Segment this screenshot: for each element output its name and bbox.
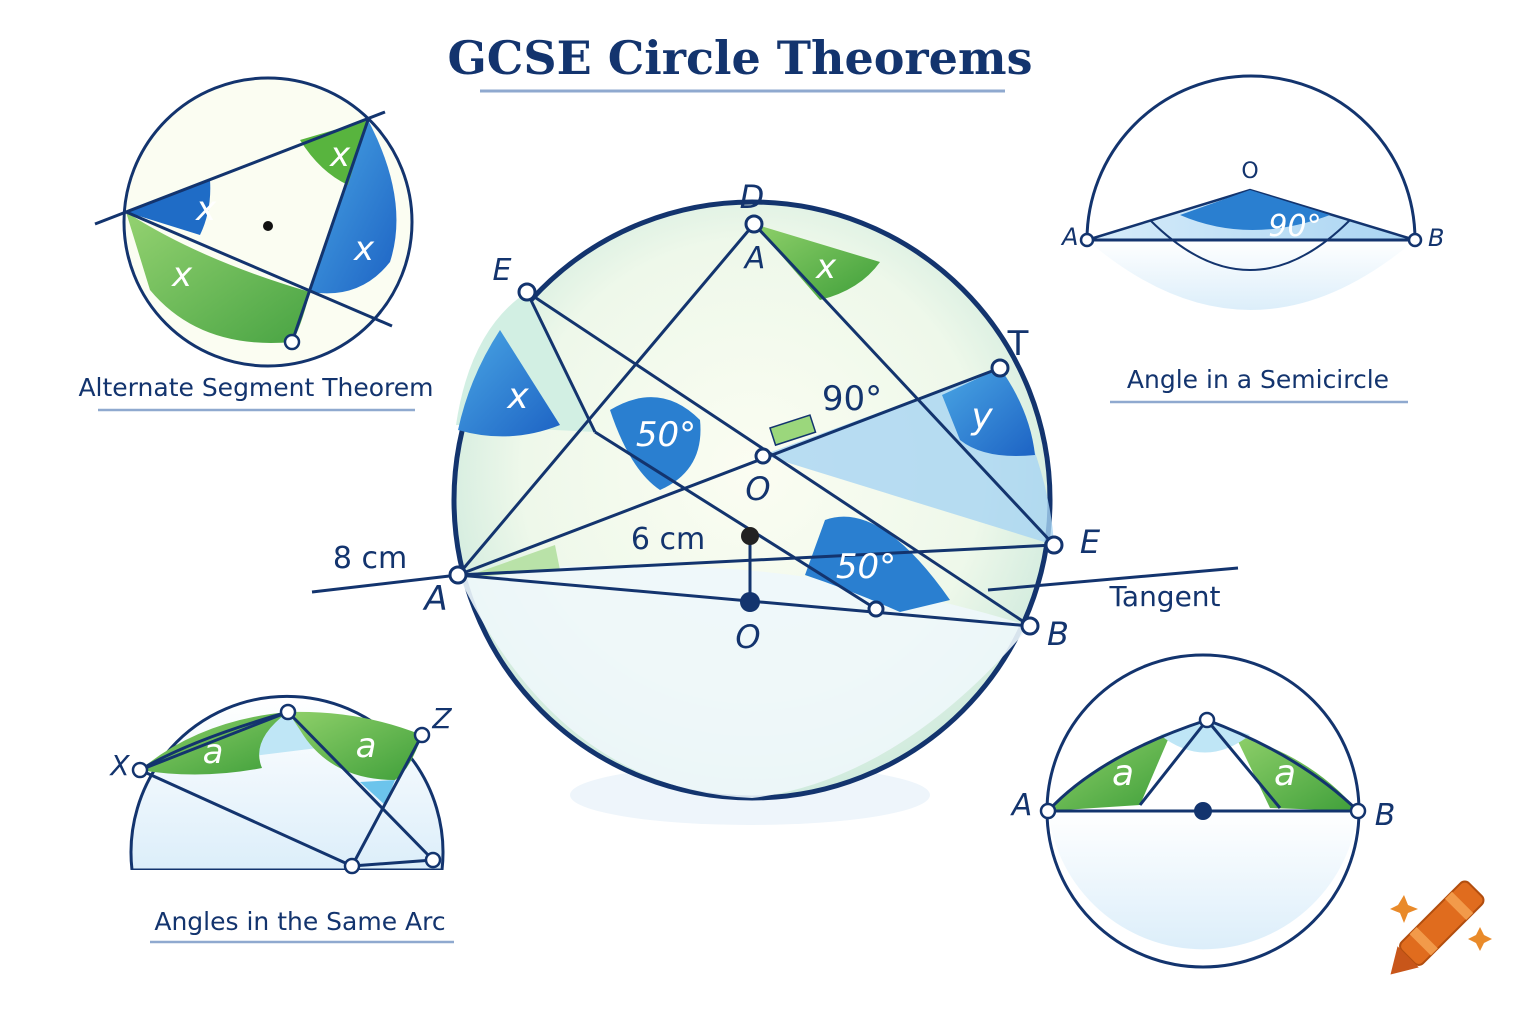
alt-chord-2	[290, 119, 370, 343]
main-lower-shade	[458, 564, 1030, 798]
main-angle-x-top: x	[815, 247, 837, 287]
br-label-b: B	[1375, 798, 1396, 833]
main-right-angle-mark	[769, 414, 817, 447]
br-angle-fill-1	[1048, 735, 1170, 811]
arc-point-top	[279, 703, 297, 721]
main-angle-50-upper-fill	[610, 397, 701, 490]
main-angle-50-upper: 50°	[636, 415, 696, 455]
alt-angle-label-4: x	[171, 255, 193, 295]
semi-lower-shade	[1087, 240, 1415, 310]
sparkle-icon-2	[1468, 927, 1492, 951]
main-length-6cm: 6 cm	[631, 522, 705, 557]
semi-inner-arc	[1149, 219, 1351, 271]
main-label-o-bottom: O	[735, 618, 760, 656]
main-label-o-center: O	[745, 470, 770, 508]
main-point-t	[990, 358, 1010, 378]
sparkle-icon-1	[1390, 895, 1418, 923]
semi-caption: Angle in a Semicircle	[1127, 365, 1389, 394]
semi-point-b	[1407, 232, 1423, 248]
main-angle-90: 90°	[822, 379, 882, 419]
main-label-a-top: A	[743, 241, 766, 276]
semi-arc	[1085, 74, 1417, 242]
main-angle-50-lower: 50°	[836, 547, 896, 587]
br-label-a: A	[1010, 788, 1033, 823]
main-label-e-left: E	[493, 253, 512, 288]
semi-angle-fill	[1180, 190, 1330, 230]
main-circle-diagram: D A E T O E A O B x x y 50° 50° 90° 6 cm…	[311, 178, 1239, 825]
alt-tangent-line	[94, 110, 386, 226]
main-label-b: B	[1047, 615, 1069, 653]
crayon-icon	[1390, 880, 1492, 975]
semi-label-o: O	[1241, 159, 1258, 184]
main-dot-upper	[741, 527, 759, 545]
main-length-8cm: 8 cm	[333, 541, 407, 576]
arc-angle-fill-2	[288, 711, 422, 780]
main-point-a	[448, 565, 468, 585]
arc-angle-label-2: a	[356, 726, 377, 766]
alt-point	[283, 333, 301, 351]
alt-angle-label-2: x	[329, 135, 351, 175]
main-label-a: A	[422, 579, 447, 619]
main-angle-x-top-fill	[754, 224, 880, 300]
alt-blue-segment	[310, 120, 397, 294]
semi-point-a	[1079, 232, 1095, 248]
alt-caption: Alternate Segment Theorem	[78, 373, 433, 402]
main-angle-x-left: x	[506, 376, 529, 417]
arc-point-lower-2	[424, 851, 442, 869]
main-tangent-label: Tangent	[1108, 580, 1220, 613]
arc-caption: Angles in the Same Arc	[154, 907, 445, 936]
alternate-segment-diagram: x x x x Alternate Segment Theorem	[78, 76, 434, 412]
arc-label-z: Z	[431, 702, 452, 735]
arc-point-lower-1	[343, 857, 361, 875]
br-centre-dot	[1194, 802, 1212, 820]
semi-label-b: B	[1428, 224, 1444, 252]
arc-angle-label-1: a	[203, 732, 224, 772]
main-point-e-left	[517, 282, 537, 302]
main-label-d: D	[740, 178, 765, 216]
main-point-d	[744, 214, 764, 234]
main-angle-50-lower-fill	[805, 516, 950, 612]
br-point-b	[1349, 802, 1367, 820]
arc-mask	[120, 870, 460, 890]
arc-lines	[139, 710, 435, 868]
main-angle-x-left-fill	[458, 330, 560, 437]
alt-green-segment	[126, 212, 310, 343]
arc-label-x: X	[108, 749, 130, 782]
main-label-t: T	[1007, 324, 1029, 364]
alt-centre-dot	[263, 221, 273, 231]
semi-label-a: A	[1060, 223, 1078, 251]
br-lower-shade	[1048, 811, 1358, 950]
same-arc-diagram: X Z a a Angles in the Same Arc	[108, 694, 460, 944]
main-angle-y-fill	[942, 368, 1035, 456]
main-point-chord	[867, 600, 885, 618]
main-lines	[311, 222, 1239, 628]
br-angle-label-1: a	[1112, 753, 1134, 794]
br-point-a	[1039, 802, 1057, 820]
title-group: GCSE Circle Theorems	[448, 31, 1033, 93]
alt-chord-1	[125, 210, 393, 328]
main-point-e-right	[1044, 535, 1064, 555]
main-label-e-right: E	[1080, 523, 1101, 561]
main-point-b	[1020, 616, 1040, 636]
alt-angle-label-1: x	[195, 189, 217, 229]
br-angle-label-2: a	[1274, 753, 1296, 794]
main-dot-lower	[740, 592, 760, 612]
bottom-right-diagram: A B a a	[1010, 653, 1396, 969]
arc-point-z	[413, 726, 431, 744]
alt-angle-label-3: x	[353, 229, 375, 269]
page-title: GCSE Circle Theorems	[448, 31, 1033, 85]
main-angle-y: y	[970, 396, 993, 437]
arc-point-x	[131, 761, 149, 779]
alt-blue-wedge	[126, 180, 211, 235]
main-point-o-center	[754, 447, 772, 465]
semi-angle-label: 90°	[1268, 209, 1321, 244]
semicircle-diagram: O A B 90° Angle in a Semicircle	[1060, 74, 1444, 404]
br-point-top	[1198, 711, 1216, 729]
